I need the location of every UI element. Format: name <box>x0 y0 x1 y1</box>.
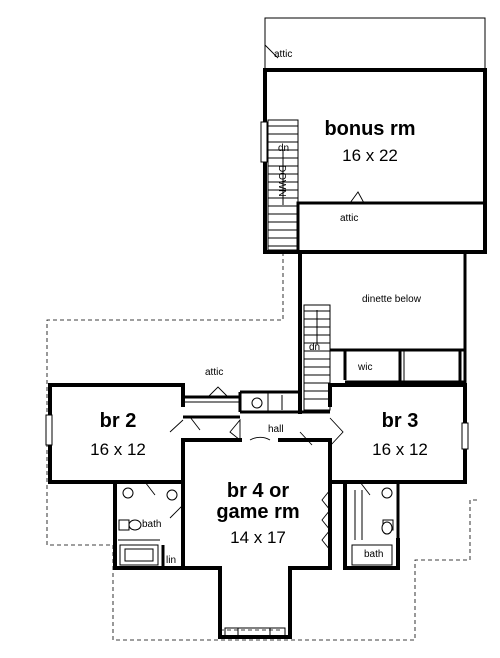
br2-walls <box>45 383 185 484</box>
attic-top-area <box>264 17 486 70</box>
attic-bonus-label: attic <box>340 213 358 224</box>
br3-size: 16 x 12 <box>372 440 428 459</box>
bath-left <box>113 480 185 570</box>
door-swings <box>169 417 344 447</box>
bonus-room-size: 16 x 22 <box>342 146 398 165</box>
br3-walls <box>328 383 469 484</box>
br4-name-line1: br 4 or <box>227 480 289 502</box>
hall-closets <box>238 390 302 414</box>
hall-label: hall <box>268 424 284 435</box>
br4-walls <box>181 410 332 639</box>
attic-top-label: attic <box>274 49 292 60</box>
dinette-column <box>298 250 467 414</box>
attic-left-label: attic <box>205 367 223 378</box>
wic-closet <box>330 348 465 384</box>
br4-name-line2: game rm <box>216 501 299 523</box>
bath-right-label: bath <box>364 549 383 560</box>
bonus-room-walls <box>260 68 487 254</box>
wic-label: wic <box>357 362 372 373</box>
br2-size: 16 x 12 <box>90 440 146 459</box>
dn-upper-label: dn <box>278 143 289 154</box>
bath-left-label: bath <box>142 519 161 530</box>
down-stair-label: DOWN <box>276 165 287 197</box>
bath-right <box>343 480 400 570</box>
attic-left <box>183 386 240 431</box>
dn-lower-label: dn <box>309 342 320 353</box>
br4-size: 14 x 17 <box>230 528 286 547</box>
br3-name: br 3 <box>382 410 419 432</box>
lin-label: lin <box>166 555 176 566</box>
br2-name: br 2 <box>100 410 137 432</box>
dinette-label: dinette below <box>362 294 422 305</box>
bonus-room-name: bonus rm <box>324 118 415 140</box>
